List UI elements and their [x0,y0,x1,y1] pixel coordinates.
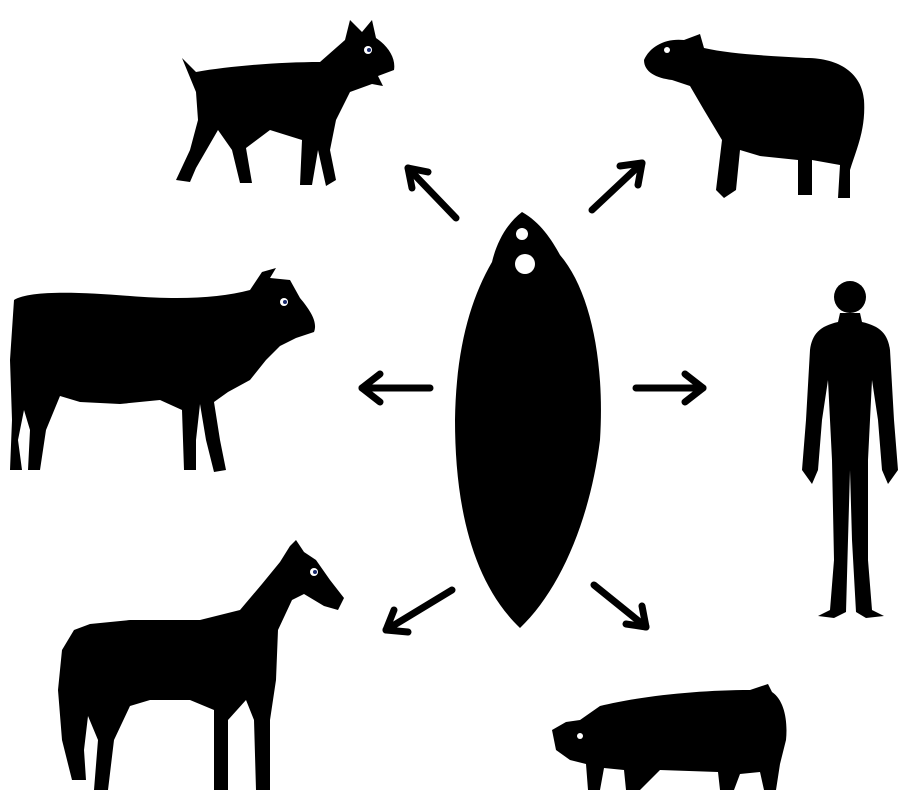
sheep-icon [644,34,864,198]
cow-icon [10,268,315,472]
horse-icon [58,540,344,790]
arrow-to-horse [386,590,452,632]
goat-icon [176,20,394,186]
arrow-to-sheep [592,163,642,210]
arrow-to-goat [408,168,456,218]
pig-icon [552,684,786,790]
arrow-to-pig [594,585,646,627]
human-icon [802,281,898,618]
arrow-to-human [636,374,703,402]
liver-fluke-icon [455,212,601,628]
arrow-to-cow [362,374,430,402]
